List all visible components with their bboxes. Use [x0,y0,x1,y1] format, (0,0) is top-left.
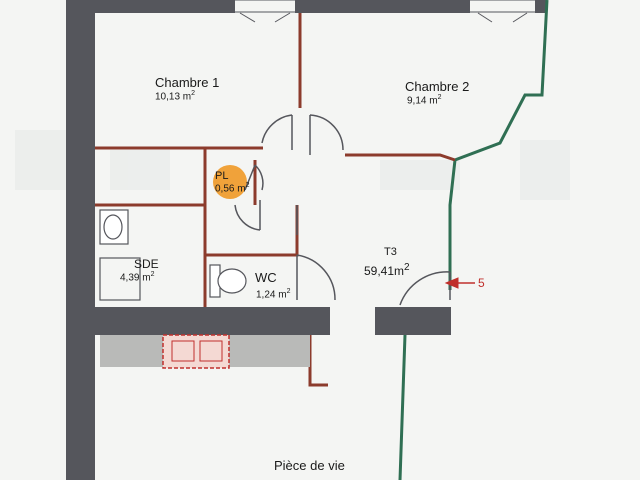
top-wall-left [95,0,235,13]
room-label-sde: SDE 4,39 m2 [120,257,159,283]
door-placard [244,164,264,191]
top-wall-middle [295,0,470,13]
room-label-piece-de-vie: Pièce de vie [274,458,345,473]
room-area: 1,24 m2 [256,288,291,301]
top-wall-right [535,0,547,13]
room-area-apartment: 59,41m2 [364,262,410,278]
room-area-wc: 1,24 m2 [256,288,290,300]
door-sde [234,200,261,231]
entrance-arrow-icon [444,277,475,289]
door-entrance [399,271,451,306]
room-name: T3 [384,246,397,258]
bearing-wall-right [375,307,451,335]
sink-icon [99,209,129,245]
room-label-placard: PL 0,56 m2 [215,170,249,194]
room-label-chambre-2: Chambre 2 9,14 m2 [405,79,469,106]
door-chambre-2 [309,114,344,155]
room-area: 59,41m2 [364,262,410,278]
door-wc [296,254,336,301]
room-label-chambre-1: Chambre 1 10,13 m2 [155,75,219,102]
room-label-wc: WC [255,270,277,285]
placard-marker [213,165,247,199]
window-chambre-2 [470,0,535,23]
bearing-wall-left [95,307,330,335]
room-name: WC [255,270,277,285]
room-name: PL [215,170,229,182]
room-name: Pièce de vie [274,458,345,473]
room-label-apartment: T3 [384,246,397,258]
room-area: 10,13 m2 [155,90,196,103]
room-area: 9,14 m2 [407,94,442,107]
doors [234,114,451,306]
room-name: Chambre 2 [405,79,470,94]
facade-line [398,0,549,480]
room-area: 4,39 m2 [120,271,155,284]
sink-kitchen-icon [162,334,230,369]
room-name: SDE [134,257,159,271]
exterior-walls [66,0,547,480]
partition-chambre-2-bottom [345,153,456,162]
windows [235,0,535,23]
door-chambre-1 [261,114,293,150]
left-exterior-wall [66,0,95,480]
window-chambre-1 [235,0,295,23]
shower-icon [99,257,141,301]
room-area: 0,56 m2 [215,182,250,195]
entrance-marker-number: 5 [478,276,485,290]
toilet-icon [209,264,247,298]
room-name: Chambre 1 [155,75,220,90]
kitchen-counter [100,334,310,369]
